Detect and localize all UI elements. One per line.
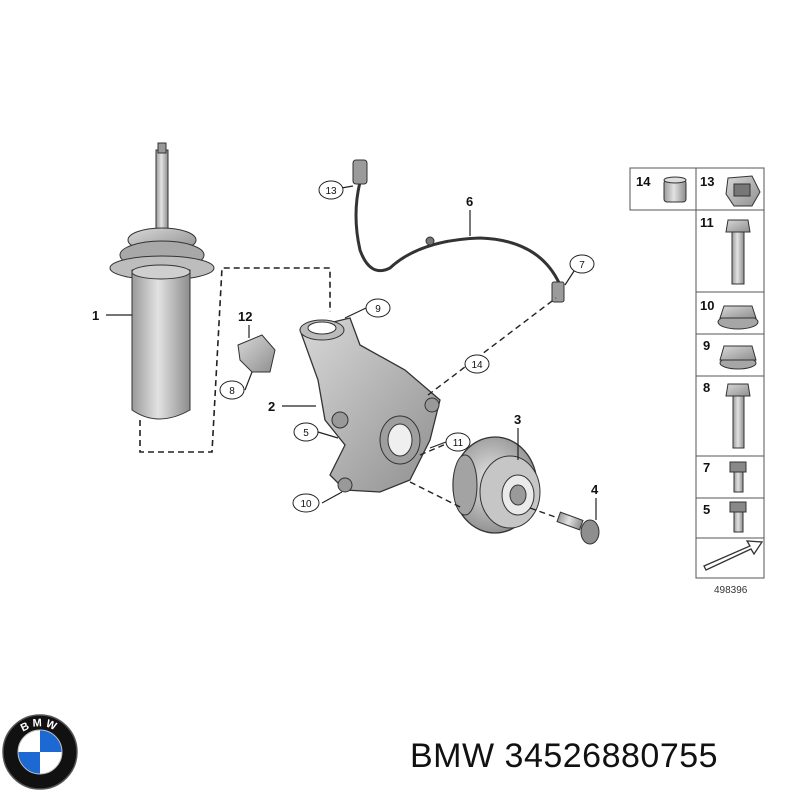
assembly-dashed-line [139,267,331,453]
legend-14: 14 [636,174,651,189]
hub-bolt [556,511,600,545]
callout-3: 3 [514,412,521,427]
brand-name: BMW [410,737,495,775]
bmw-logo: BMW [2,714,78,790]
fastener-legend [629,167,765,579]
callout-13: 13 [325,186,337,197]
callout-5: 5 [303,428,309,439]
callout-9: 9 [375,304,381,315]
part-caption: BMW 34526880755 [410,737,718,776]
legend-labels: 14 13 11 10 9 8 7 5 [636,174,714,517]
legend-parts [663,175,764,571]
legend-5: 5 [703,502,710,517]
diagram-id: 498396 [714,585,748,596]
speed-sensor-cable [352,159,565,303]
legend-10: 10 [700,298,714,313]
legend-8: 8 [703,380,710,395]
callout-1: 1 [92,308,99,323]
fastener-dashed-lines [409,297,559,519]
callout-6: 6 [466,194,473,209]
legend-9: 9 [703,338,710,353]
wheel-hub [452,436,541,534]
circled-callouts: 13 7 9 8 14 5 11 10 [219,180,595,513]
legend-11: 11 [700,215,714,230]
legend-13: 13 [700,174,714,189]
callout-10: 10 [300,499,312,510]
part-number: 34526880755 [504,737,719,775]
callout-8: 8 [229,386,235,397]
callout-2: 2 [268,399,275,414]
callout-12: 12 [238,309,252,324]
callout-14: 14 [471,360,483,371]
steering-knuckle [299,317,441,493]
callout-11: 11 [453,438,464,449]
bmw-logo-letters: BMW [19,717,61,734]
bracket-part [237,334,276,373]
shock-absorber [109,142,215,420]
legend-7: 7 [703,460,710,475]
callout-labels: 1 2 3 4 6 12 [92,194,599,497]
callout-7: 7 [579,260,585,271]
callout-4: 4 [591,482,599,497]
